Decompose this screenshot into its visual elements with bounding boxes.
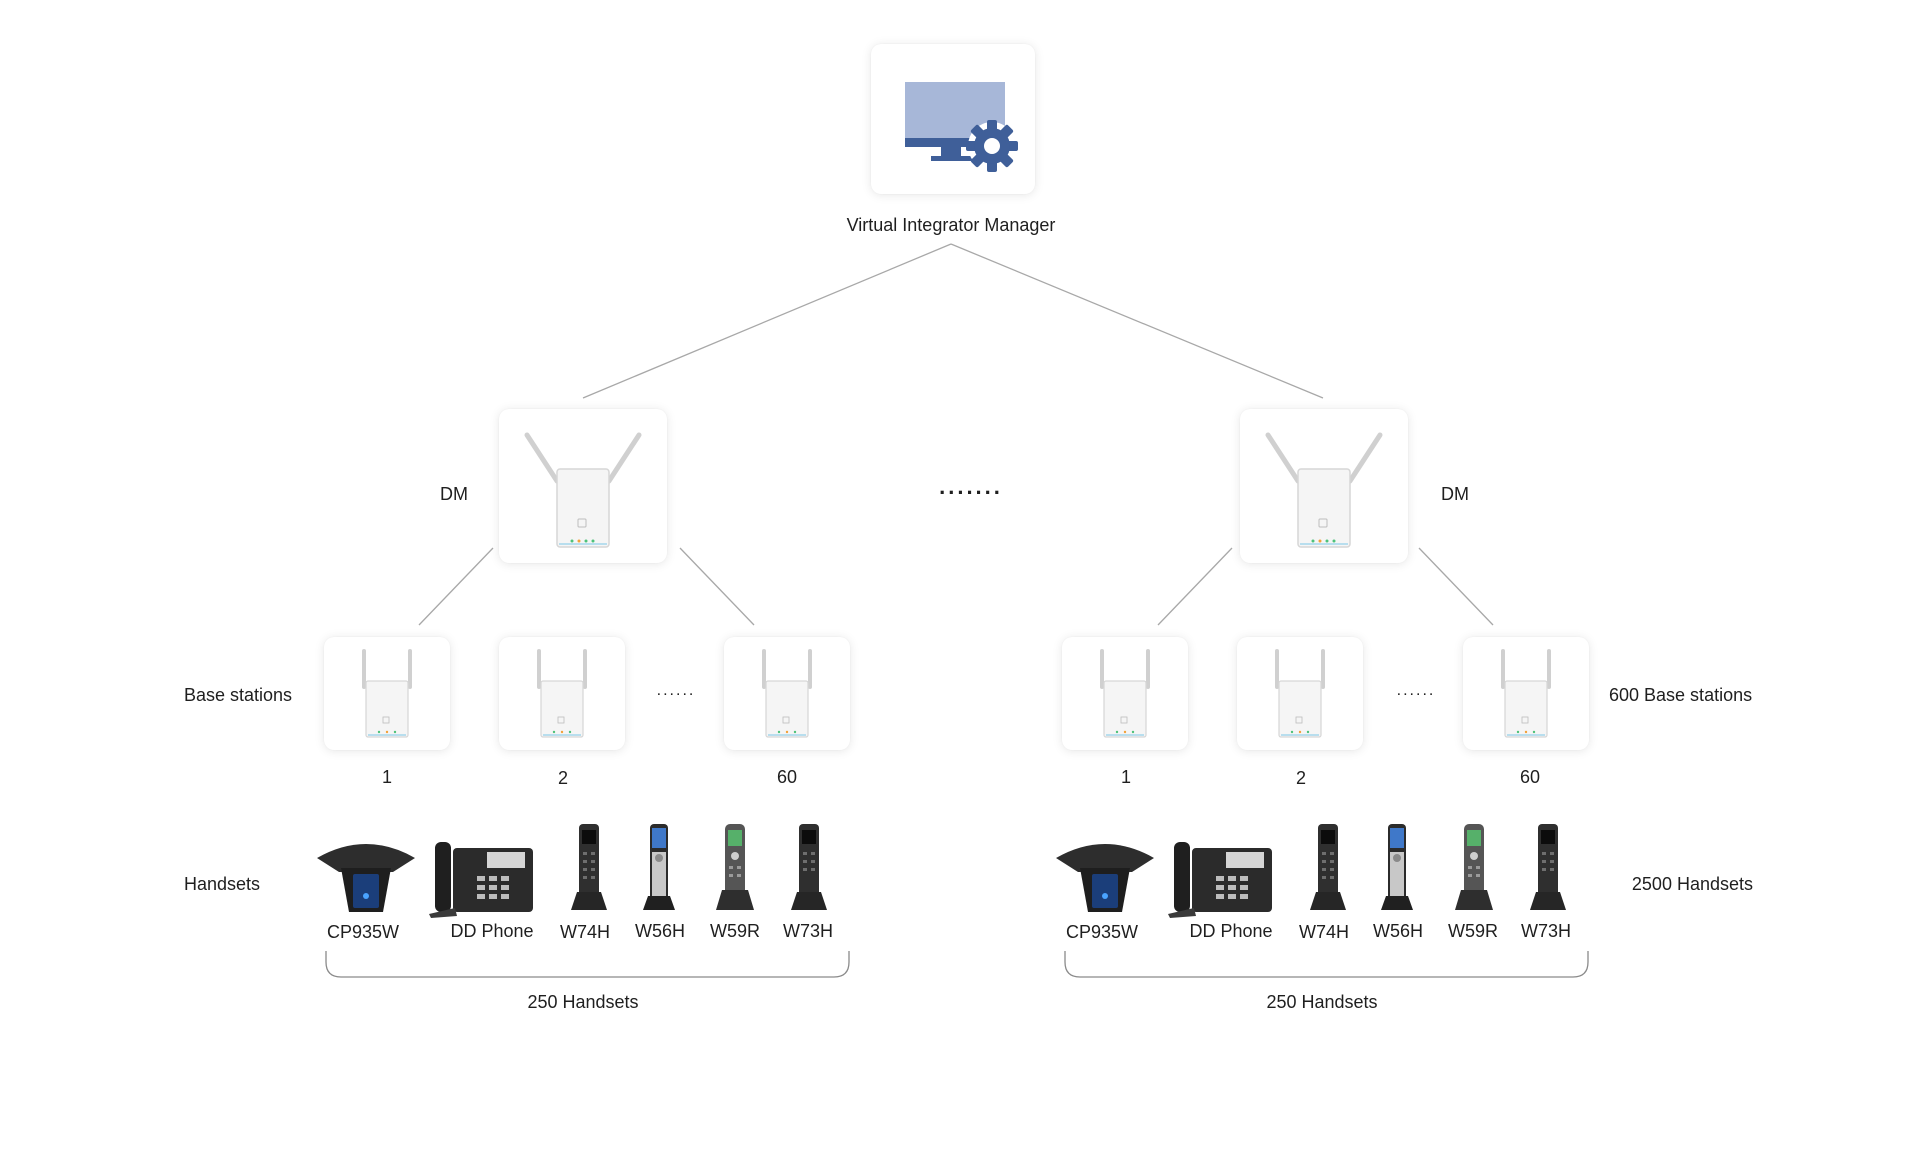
right-handset-model: W56H bbox=[1372, 921, 1424, 941]
w56h-handset-icon bbox=[1381, 824, 1413, 910]
left-handset-model: W73H bbox=[782, 921, 834, 941]
right-handset-model: W59R bbox=[1447, 921, 1499, 941]
w59r-handset-icon bbox=[716, 824, 754, 910]
right-handset-model: CP935W bbox=[1065, 922, 1139, 942]
desk-phone-icon bbox=[1168, 842, 1272, 918]
conference-phone-icon bbox=[1056, 844, 1154, 912]
dm-device-icon bbox=[524, 432, 642, 548]
left-base-station-2 bbox=[499, 637, 625, 750]
connector-manager-left-dm bbox=[582, 243, 952, 399]
brace-left bbox=[325, 951, 850, 978]
w59r-handset-icon bbox=[1455, 824, 1493, 910]
base-station-icon bbox=[362, 649, 412, 738]
right-handset-model: W73H bbox=[1520, 921, 1572, 941]
left-base-number-1: 1 bbox=[381, 767, 393, 787]
left-base-station-1 bbox=[324, 637, 450, 750]
connector-right-dm-base-60 bbox=[1418, 547, 1494, 626]
w73h-handset-icon bbox=[1530, 824, 1566, 910]
left-dm-label: DM bbox=[440, 484, 468, 504]
right-handset-model: DD Phone bbox=[1189, 921, 1273, 941]
connector-left-dm-base-60 bbox=[679, 547, 755, 626]
manager-label: Virtual Integrator Manager bbox=[846, 215, 1056, 235]
left-base-station-60 bbox=[724, 637, 850, 750]
left-row-label-handsets: Handsets bbox=[183, 874, 260, 894]
base-station-icon bbox=[537, 649, 587, 738]
right-base-ellipsis: ...... bbox=[1396, 682, 1436, 699]
left-handset-model: DD Phone bbox=[450, 921, 534, 941]
w73h-handset-icon bbox=[791, 824, 827, 910]
connector-right-dm-base-1 bbox=[1157, 547, 1233, 626]
right-row-label-base: 600 Base stations bbox=[1609, 685, 1753, 705]
base-station-icon bbox=[1275, 649, 1325, 738]
monitor-gear-icon bbox=[905, 82, 1018, 172]
left-base-ellipsis: ...... bbox=[656, 682, 696, 699]
dm-device-icon bbox=[1265, 432, 1383, 548]
right-base-number-2: 2 bbox=[1295, 768, 1307, 788]
right-base-station-2 bbox=[1237, 637, 1363, 750]
left-row-label-base: Base stations bbox=[183, 685, 292, 705]
left-handset-model: W56H bbox=[634, 921, 686, 941]
right-dm-label: DM bbox=[1441, 484, 1469, 504]
base-station-icon bbox=[1100, 649, 1150, 738]
connector-manager-right-dm bbox=[950, 243, 1324, 399]
w74h-handset-icon bbox=[571, 824, 607, 910]
w56h-handset-icon bbox=[643, 824, 675, 910]
connector-left-dm-base-1 bbox=[418, 547, 494, 626]
manager-card bbox=[871, 44, 1035, 194]
left-group-label: 250 Handsets bbox=[527, 992, 639, 1012]
middle-ellipsis: ....... bbox=[939, 474, 1003, 499]
base-station-icon bbox=[762, 649, 812, 738]
left-handset-model: W59R bbox=[709, 921, 761, 941]
base-station-icon bbox=[1501, 649, 1551, 738]
right-base-number-60: 60 bbox=[1519, 767, 1541, 787]
brace-right bbox=[1064, 951, 1589, 978]
desk-phone-icon bbox=[429, 842, 533, 918]
left-handset-model: CP935W bbox=[326, 922, 400, 942]
left-base-number-2: 2 bbox=[557, 768, 569, 788]
left-handset-model: W74H bbox=[559, 922, 611, 942]
right-row-label-handsets: 2500 Handsets bbox=[1631, 874, 1753, 894]
w74h-handset-icon bbox=[1310, 824, 1346, 910]
left-dm-card bbox=[499, 409, 667, 563]
right-dm-card bbox=[1240, 409, 1408, 563]
left-base-number-60: 60 bbox=[776, 767, 798, 787]
right-base-number-1: 1 bbox=[1120, 767, 1132, 787]
right-base-station-60 bbox=[1463, 637, 1589, 750]
right-handset-model: W74H bbox=[1298, 922, 1350, 942]
conference-phone-icon bbox=[317, 844, 415, 912]
right-base-station-1 bbox=[1062, 637, 1188, 750]
right-group-label: 250 Handsets bbox=[1266, 992, 1378, 1012]
